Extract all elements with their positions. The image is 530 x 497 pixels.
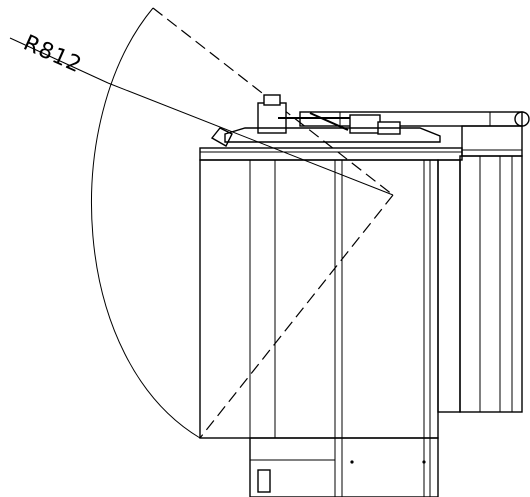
dimension-line-to-center	[107, 82, 394, 196]
swing-arc	[91, 7, 201, 439]
dashed-line-lower	[199, 194, 394, 439]
arm-block-cap	[263, 94, 281, 106]
bolt-dot-2	[422, 460, 426, 464]
right-panel-2	[459, 155, 523, 413]
radius-dimension-label: R812	[20, 31, 86, 79]
arm-rod-angled	[309, 112, 349, 131]
lid-rim	[199, 147, 463, 161]
bolt-dot-1	[350, 460, 354, 464]
lid-left-clip	[210, 127, 233, 147]
hinge-block	[349, 114, 381, 134]
bottom-tab	[257, 469, 271, 493]
right-housing-top	[461, 125, 523, 157]
base-extension	[249, 437, 439, 497]
right-panel-1	[437, 159, 461, 413]
tank-body	[199, 159, 439, 439]
lid-top-plate	[224, 127, 441, 143]
dimension-leader-line	[9, 37, 109, 84]
